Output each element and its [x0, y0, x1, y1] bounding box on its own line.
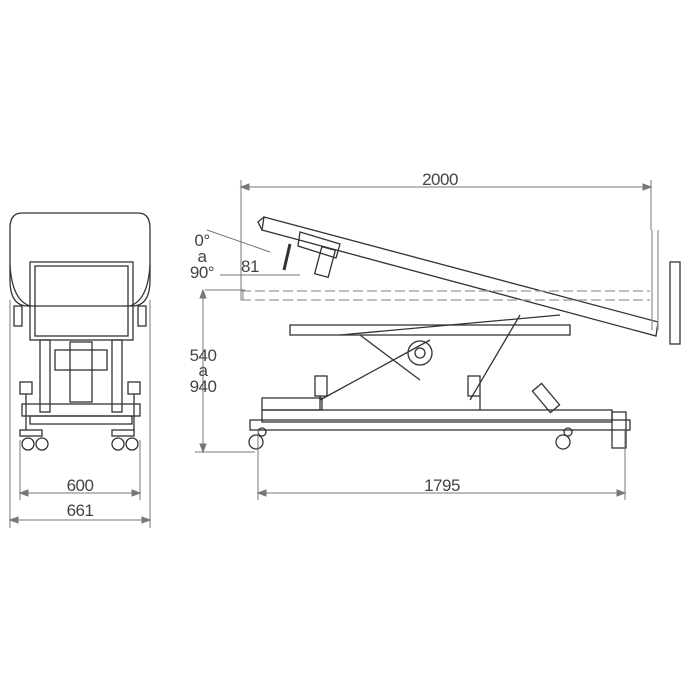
- base-width-label: 600: [66, 476, 94, 495]
- offset-label: 81: [241, 257, 259, 276]
- side-view: [241, 216, 681, 450]
- front-panel: [29, 261, 134, 341]
- angle-from-label: 0°: [194, 231, 210, 250]
- backrest-inclined: [261, 216, 659, 337]
- dimension-lines: [8, 180, 653, 528]
- front-view: [9, 212, 151, 451]
- overall-width-label: 661: [66, 501, 94, 520]
- overall-length-label: 2000: [422, 170, 458, 189]
- base-length-label: 1795: [424, 476, 460, 495]
- height-max-label: 940: [189, 377, 217, 396]
- angle-to-label: 90°: [189, 263, 215, 282]
- height-min-label: 540: [189, 346, 217, 365]
- height-sep-label: a: [198, 361, 208, 380]
- angle-sep-label: a: [197, 247, 207, 266]
- flat-position: [241, 290, 650, 301]
- front-mattress: [9, 212, 151, 307]
